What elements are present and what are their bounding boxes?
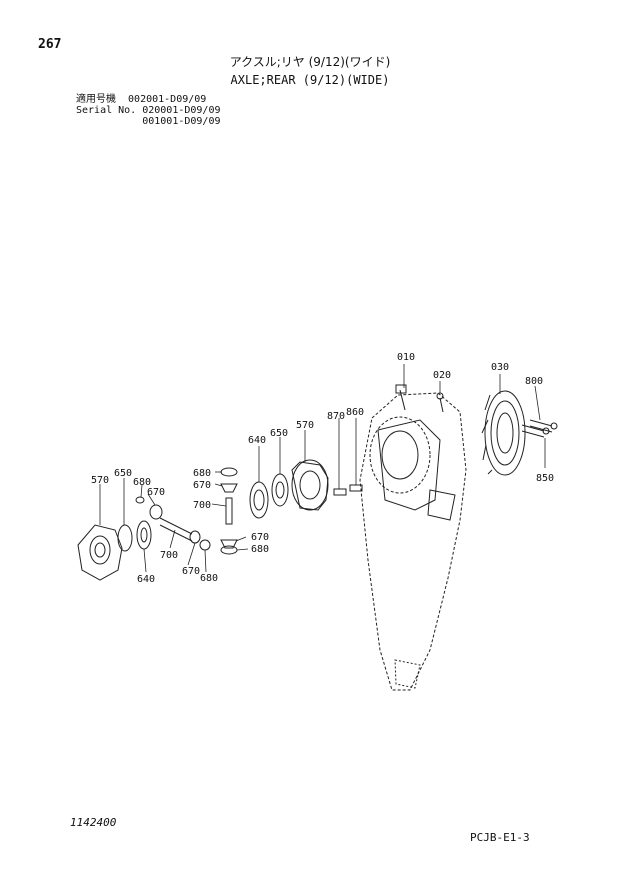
serial-line-1: 適用号機 002001-D09/09: [76, 94, 207, 105]
bolt-part: [395, 384, 444, 413]
callout-570-left: 570: [91, 475, 109, 486]
callout-680-b: 680: [251, 544, 269, 555]
side-gear-left-part: [136, 520, 152, 550]
callout-570-top: 570: [296, 420, 314, 431]
washer-top-part: [271, 473, 289, 507]
callout-640-bottom: 640: [137, 574, 155, 585]
pin-part: [333, 484, 363, 496]
callout-020: 020: [433, 370, 451, 381]
callout-700-a: 700: [193, 500, 211, 511]
cross-shaft-part: [159, 517, 193, 542]
callout-670-b: 670: [251, 532, 269, 543]
bolts-800-part: [521, 419, 558, 438]
serial-line-2: Serial No. 020001-D09/09: [76, 105, 221, 116]
callout-860: 860: [346, 407, 364, 418]
callout-640-top: 640: [248, 435, 266, 446]
callout-870: 870: [327, 411, 345, 422]
housing-part: [359, 392, 467, 691]
callout-010: 010: [397, 352, 415, 363]
callout-680-bottom: 680: [200, 573, 218, 584]
callout-850: 850: [536, 473, 554, 484]
callout-030: 030: [491, 362, 509, 373]
title-japanese: アクスル;リヤ (9/12)(ワイド): [229, 55, 391, 69]
page-code: PCJB-E1-3: [470, 831, 530, 844]
spider-gear-part: [220, 467, 238, 555]
callout-680-left: 680: [133, 477, 151, 488]
side-gear-top-part: [249, 481, 269, 519]
washer-left-part: [117, 524, 133, 552]
callout-670-bottom: 670: [182, 566, 200, 577]
ring-gear-part: [481, 390, 526, 476]
page-number: 267: [38, 37, 62, 52]
callout-700-bottom: 700: [160, 550, 178, 561]
callout-650-top: 650: [270, 428, 288, 439]
serial-line-3: 001001-D09/09: [76, 116, 221, 127]
diff-case-top-part: [291, 459, 329, 511]
callout-670-left: 670: [147, 487, 165, 498]
callout-800: 800: [525, 376, 543, 387]
callout-670-a: 670: [193, 480, 211, 491]
callout-680-a: 680: [193, 468, 211, 479]
title-english: AXLE;REAR (9/12)(WIDE): [230, 73, 390, 87]
callout-650-left: 650: [114, 468, 132, 479]
diff-case-left-part: [77, 524, 123, 581]
document-number: 1142400: [70, 816, 117, 829]
